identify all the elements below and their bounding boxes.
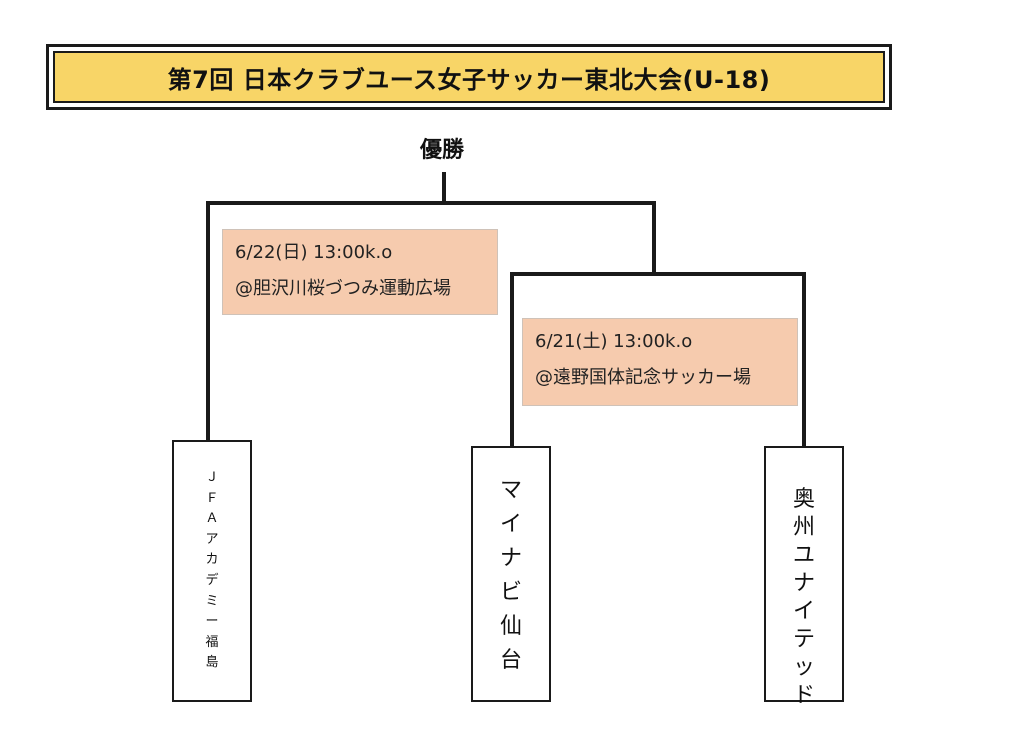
team-name-char: ナ: [499, 546, 522, 571]
team-name-char: ド: [792, 683, 815, 708]
team-name-char: ー: [205, 614, 219, 630]
team-name-char: テ: [792, 627, 815, 652]
team-name-char: 福: [205, 634, 219, 650]
team-name-char: デ: [205, 572, 219, 588]
semifinal-venue: @遠野国体記念サッカー場: [535, 367, 751, 388]
team-name-char: ミ: [205, 593, 219, 609]
team-name-char: 奥: [792, 487, 815, 512]
team-name-char: マ: [499, 478, 522, 503]
team-name-char: ア: [205, 531, 219, 547]
team-name-char: ユ: [792, 543, 815, 568]
team-box-mynavi-sendai: マイナビ仙台: [471, 446, 551, 702]
final-venue: @胆沢川桜づつみ運動広場: [235, 278, 451, 299]
team-name-char: 島: [205, 655, 219, 671]
team-name: マイナビ仙台: [500, 474, 522, 678]
team-name-char: Ｊ: [205, 470, 219, 485]
final-match-info: 6/22(日) 13:00k.o @胆沢川桜づつみ運動広場: [222, 229, 498, 315]
semifinal-match-info: 6/21(土) 13:00k.o @遠野国体記念サッカー場: [522, 318, 798, 406]
semifinal-date-time: 6/21(土) 13:00k.o: [535, 331, 693, 352]
team-name-char: ビ: [499, 580, 522, 605]
team-name-char: イ: [792, 599, 815, 624]
team-name-char: Ｆ: [205, 490, 219, 506]
team-name-char: 台: [499, 648, 522, 673]
team-box-oshu-united: 奥州ユナイテッド: [764, 446, 844, 708]
team-name: 奥州ユナイテッド: [793, 486, 815, 710]
final-date-time: 6/22(日) 13:00k.o: [235, 242, 393, 263]
title-banner-inner: 第7回 日本クラブユース女子サッカー東北大会(U-18): [53, 51, 885, 103]
team-name-char: イ: [499, 512, 522, 537]
title-banner: 第7回 日本クラブユース女子サッカー東北大会(U-18): [46, 44, 892, 110]
team-name-char: ナ: [792, 571, 815, 596]
team-name-char: 仙: [499, 614, 522, 639]
team-name-char: Ａ: [205, 511, 219, 527]
page-title: 第7回 日本クラブユース女子サッカー東北大会(U-18): [167, 65, 771, 94]
champion-label: 優勝: [419, 138, 464, 163]
team-name-char: ッ: [792, 655, 815, 680]
team-name-char: カ: [205, 552, 219, 568]
team-name-char: 州: [792, 515, 815, 540]
